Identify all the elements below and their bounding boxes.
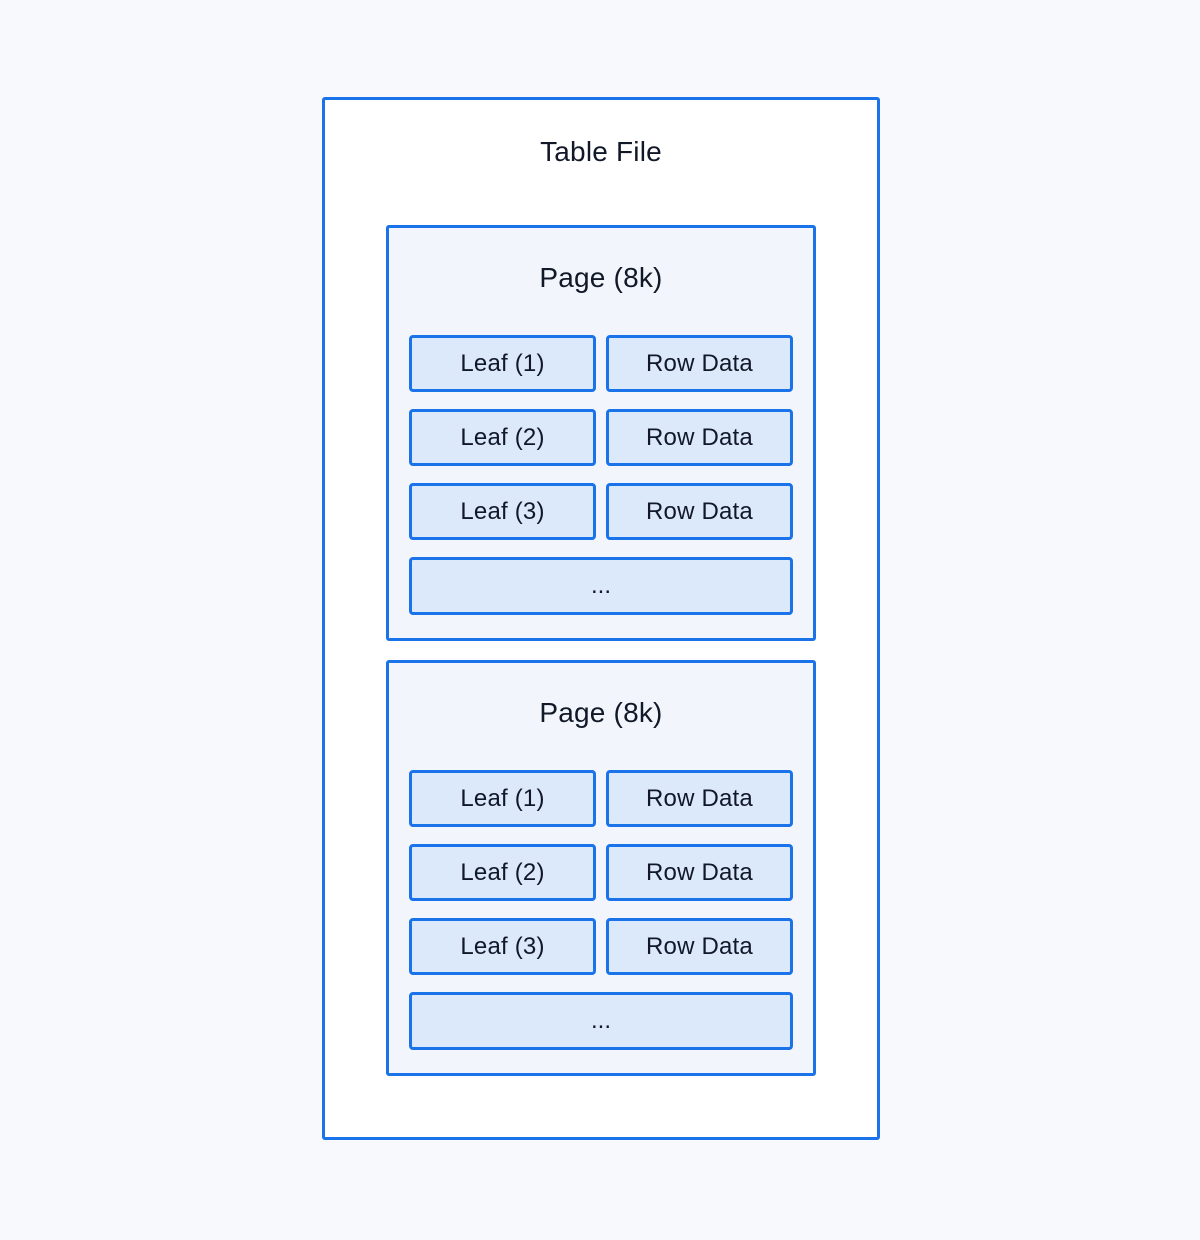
page-row: Leaf (3) Row Data — [409, 483, 793, 540]
page-row: Leaf (3) Row Data — [409, 918, 793, 975]
row-data-cell: Row Data — [606, 844, 793, 901]
leaf-cell: Leaf (2) — [409, 409, 596, 466]
row-data-cell: Row Data — [606, 918, 793, 975]
leaf-cell: Leaf (2) — [409, 844, 596, 901]
ellipsis-cell: ... — [409, 992, 793, 1050]
page-title: Page (8k) — [539, 262, 663, 293]
table-file-box: Table File Page (8k) Leaf (1) Row Data L… — [322, 97, 880, 1140]
row-data-cell: Row Data — [606, 335, 793, 392]
page-row: Leaf (2) Row Data — [409, 409, 793, 466]
page-row: Leaf (2) Row Data — [409, 844, 793, 901]
row-data-cell: Row Data — [606, 483, 793, 540]
row-data-cell: Row Data — [606, 770, 793, 827]
page-rows: Leaf (1) Row Data Leaf (2) Row Data Leaf… — [409, 770, 793, 1050]
leaf-cell: Leaf (1) — [409, 335, 596, 392]
leaf-cell: Leaf (3) — [409, 918, 596, 975]
page-row: Leaf (1) Row Data — [409, 770, 793, 827]
page-title: Page (8k) — [539, 697, 663, 728]
leaf-cell: Leaf (1) — [409, 770, 596, 827]
page-rows: Leaf (1) Row Data Leaf (2) Row Data Leaf… — [409, 335, 793, 615]
ellipsis-cell: ... — [409, 557, 793, 615]
row-data-cell: Row Data — [606, 409, 793, 466]
page-row: Leaf (1) Row Data — [409, 335, 793, 392]
leaf-cell: Leaf (3) — [409, 483, 596, 540]
page-box-1: Page (8k) Leaf (1) Row Data Leaf (2) Row… — [386, 225, 816, 641]
page-box-2: Page (8k) Leaf (1) Row Data Leaf (2) Row… — [386, 660, 816, 1076]
table-file-title: Table File — [540, 136, 662, 167]
